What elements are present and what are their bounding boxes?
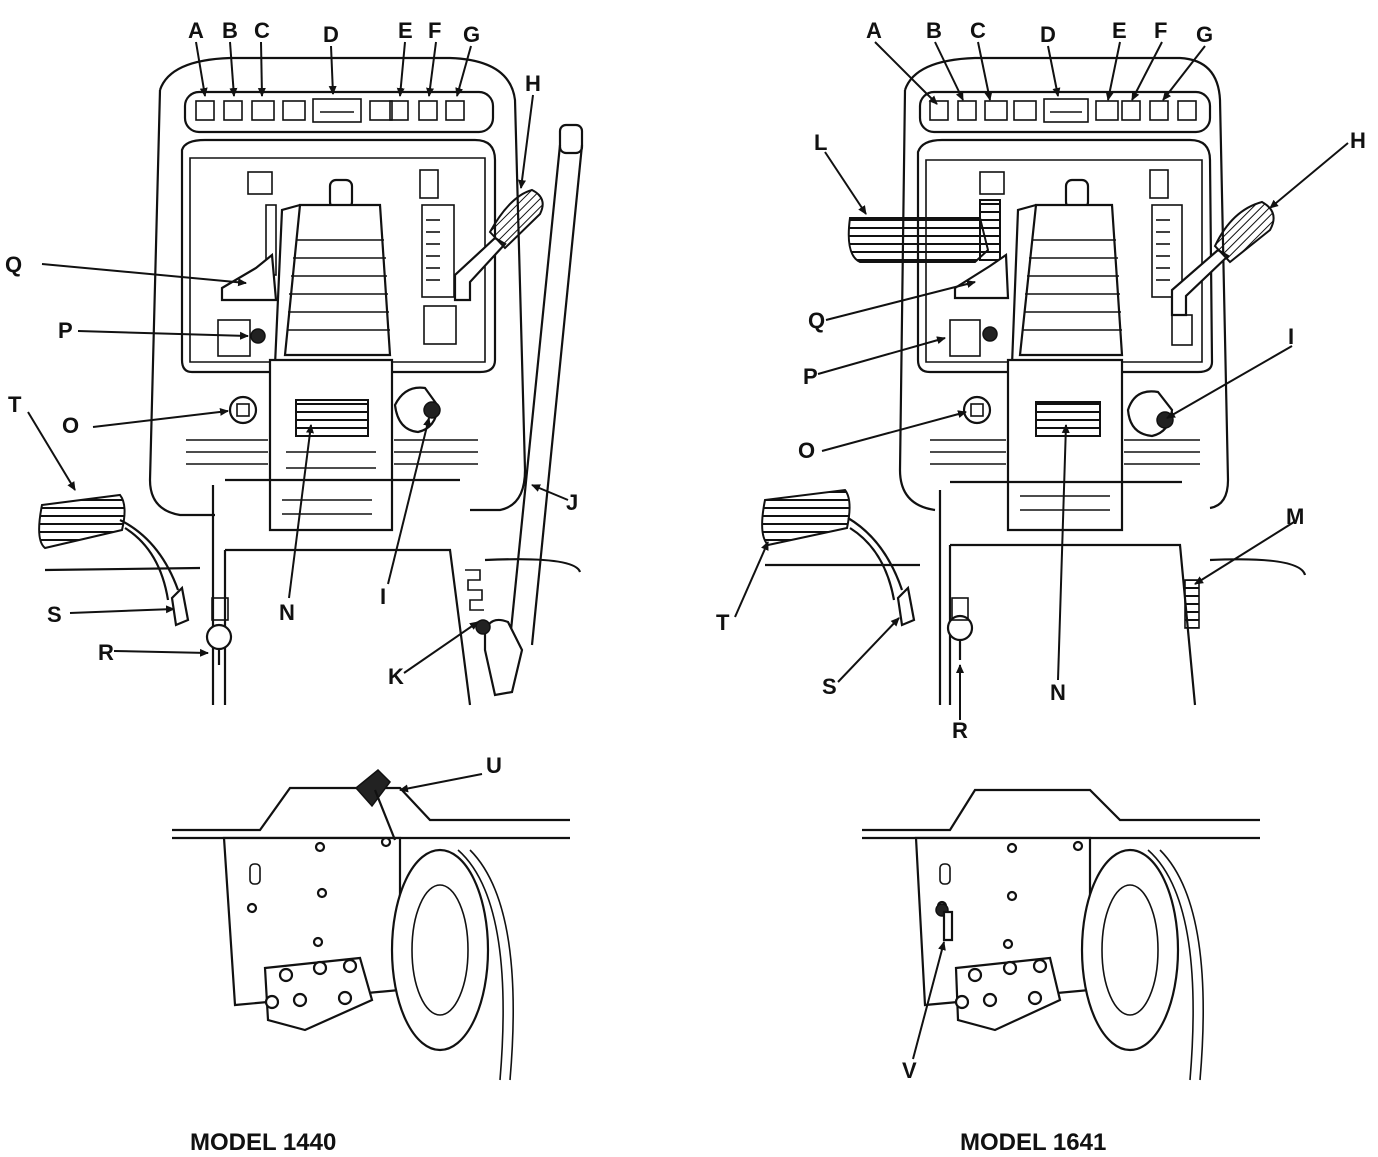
callout-label-o: O xyxy=(798,438,815,463)
callout-label-a: A xyxy=(188,18,204,43)
model-1641-labels: A B C D E F G L H Q P I O N M T S R V xyxy=(716,18,1366,1083)
callout-label-e: E xyxy=(398,18,413,43)
callout-label-p: P xyxy=(58,318,73,343)
callout-label-u: U xyxy=(486,753,502,778)
callout-label-c: C xyxy=(970,18,986,43)
callout-label-f: F xyxy=(1154,18,1167,43)
callout-label-r: R xyxy=(952,718,968,743)
model-1440-caption: MODEL 1440 xyxy=(190,1129,336,1156)
callout-label-h: H xyxy=(525,71,541,96)
callout-label-h: H xyxy=(1350,128,1366,153)
callout-label-t: T xyxy=(716,610,730,635)
callout-label-g: G xyxy=(463,22,480,47)
callout-label-s: S xyxy=(822,674,837,699)
callout-label-e: E xyxy=(1112,18,1127,43)
callout-label-d: D xyxy=(323,22,339,47)
callout-label-v: V xyxy=(902,1058,917,1083)
callout-label-o: O xyxy=(62,413,79,438)
callout-label-l: L xyxy=(814,130,827,155)
callout-label-m: M xyxy=(1286,504,1304,529)
callout-label-b: B xyxy=(926,18,942,43)
callout-label-g: G xyxy=(1196,22,1213,47)
model-1641-chassis xyxy=(862,788,1260,1081)
callout-label-f: F xyxy=(428,18,441,43)
leader-lines xyxy=(27,41,1349,1060)
model-1440-chassis xyxy=(172,768,570,1081)
callout-label-s: S xyxy=(47,602,62,627)
model-1440-dashboard xyxy=(38,56,584,706)
callout-label-q: Q xyxy=(5,252,22,277)
model-1641-caption: MODEL 1641 xyxy=(960,1129,1106,1156)
callout-label-r: R xyxy=(98,640,114,665)
callout-label-c: C xyxy=(254,18,270,43)
callout-label-p: P xyxy=(803,364,818,389)
callout-label-n: N xyxy=(1050,680,1066,705)
callout-label-b: B xyxy=(222,18,238,43)
model-1641-dashboard xyxy=(761,56,1307,706)
callout-label-k: K xyxy=(388,664,404,689)
callout-label-i: I xyxy=(380,584,386,609)
callout-label-q: Q xyxy=(808,308,825,333)
callout-label-n: N xyxy=(279,600,295,625)
callout-label-d: D xyxy=(1040,22,1056,47)
callout-label-t: T xyxy=(8,392,22,417)
callout-label-a: A xyxy=(866,18,882,43)
callout-label-j: J xyxy=(566,490,578,515)
callout-label-i: I xyxy=(1288,324,1294,349)
